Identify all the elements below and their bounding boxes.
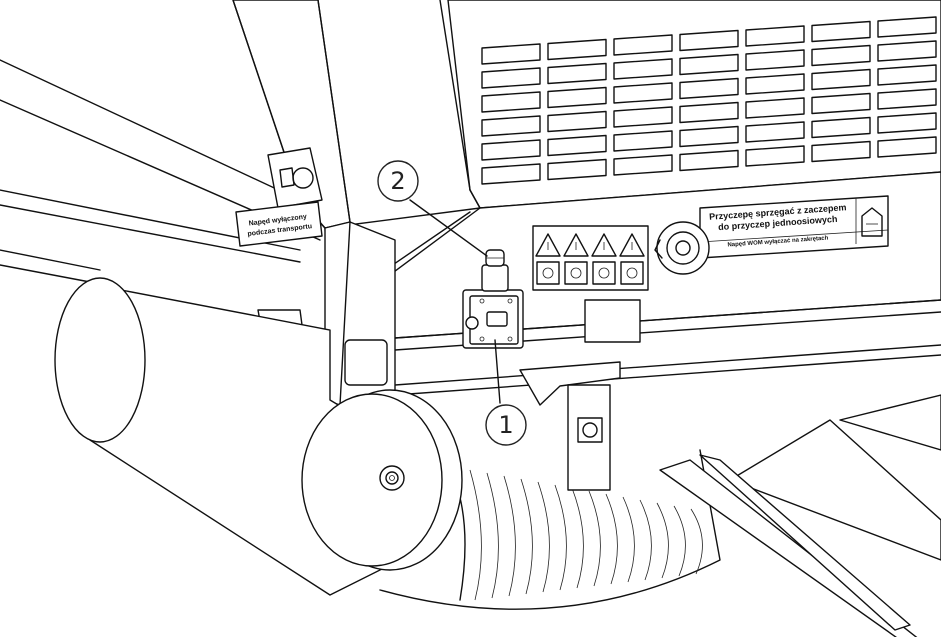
roller-rib [622, 496, 635, 583]
roller-rib [520, 478, 533, 595]
grille-slot [547, 38, 607, 61]
roller-rib [656, 502, 669, 579]
grille-slot [877, 40, 937, 62]
grille-slot [679, 53, 739, 76]
roller-rib [469, 469, 482, 601]
grille-slot [877, 16, 937, 38]
callout-2: 2 [377, 160, 419, 202]
rake-tines [659, 394, 941, 637]
grille-slot [745, 97, 805, 119]
grille-slot [811, 44, 871, 67]
grille-slot [877, 64, 937, 86]
roller-rib [571, 487, 584, 589]
grille-slot [547, 158, 607, 181]
grille-slot [811, 92, 871, 115]
grille-slot [547, 62, 607, 85]
grille-slot [613, 154, 673, 176]
grille-slot [679, 125, 739, 148]
hanging-bracket [519, 361, 621, 491]
manual-book-icon [861, 207, 883, 237]
callout-1-number: 1 [498, 411, 513, 439]
roller-rib [588, 490, 601, 587]
grille-slot [745, 49, 805, 71]
grille-slot [745, 25, 805, 47]
warning-triangle-icon [591, 233, 617, 257]
hazard-pictogram-icon [564, 261, 588, 285]
hazard-pictogram-icon [620, 261, 644, 285]
roller-rib [639, 499, 652, 581]
ventilation-grille [481, 16, 937, 185]
grille-slot [745, 73, 805, 95]
grille-slot [481, 91, 541, 113]
roller-rib [554, 484, 567, 591]
grille-slot [547, 110, 607, 133]
roller-rib [673, 505, 686, 577]
callout-leaders [409, 199, 501, 404]
grille-slot [613, 34, 673, 56]
hazard-pictogram-icon [536, 261, 560, 285]
emergency-stop-button [481, 249, 509, 292]
warning-triangle-icon [535, 233, 561, 257]
control-box [462, 289, 524, 349]
callout-1: 1 [485, 404, 527, 446]
grille-slot [811, 116, 871, 139]
grille-slot [679, 149, 739, 172]
grille-slot [481, 115, 541, 137]
grille-slot [811, 140, 871, 163]
roller-drum [54, 277, 721, 610]
grille-slot [877, 88, 937, 110]
roller-rib [605, 493, 618, 585]
grille-slot [481, 163, 541, 185]
grille-slot [811, 68, 871, 91]
hitch-decal [654, 195, 889, 275]
grille-slot [613, 58, 673, 80]
grille-slot [481, 67, 541, 89]
roller-rib [503, 475, 516, 597]
grille-slot [679, 101, 739, 124]
hitch-coupling-icon [654, 221, 710, 275]
hazard-pictogram-icon [592, 261, 616, 285]
warning-triangle-icon [563, 233, 589, 257]
warning-triangle-icon [619, 233, 645, 257]
grille-slot [679, 29, 739, 52]
grille-slot [613, 106, 673, 128]
callout-2-number: 2 [390, 167, 405, 195]
grille-slot [877, 112, 937, 134]
grille-slot [745, 145, 805, 167]
grille-slot [877, 136, 937, 158]
grille-slot [679, 77, 739, 100]
warning-pictograms [532, 225, 649, 291]
grille-slot [613, 82, 673, 104]
grille-slot [745, 121, 805, 143]
grille-slot [481, 43, 541, 65]
pto-shaft-icon [267, 147, 323, 209]
roller-rib [486, 472, 499, 599]
grille-slot [613, 130, 673, 152]
grille-slot [547, 86, 607, 109]
grille-slot [547, 134, 607, 157]
grille-slot [811, 20, 871, 43]
roller-rib [537, 481, 550, 593]
roller-rib [690, 508, 703, 575]
grille-slot [481, 139, 541, 161]
left-side-plate [235, 147, 323, 247]
